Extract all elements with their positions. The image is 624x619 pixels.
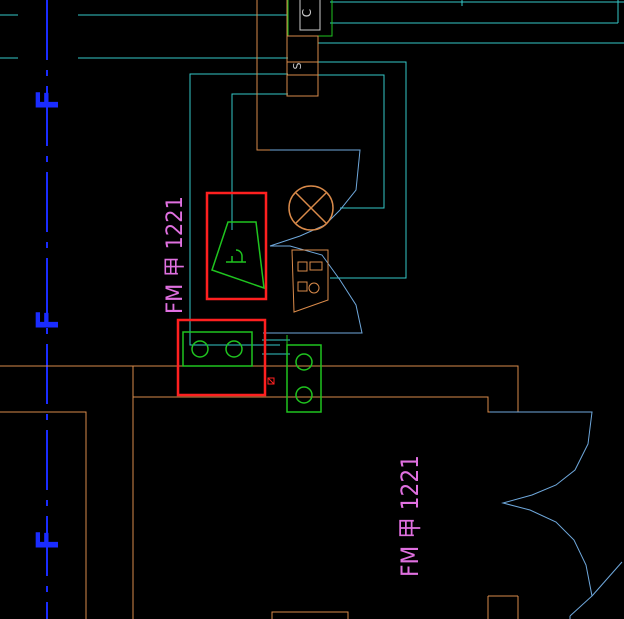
- double-socket-icon[interactable]: [176, 318, 275, 397]
- panel-letter-c: C: [300, 9, 314, 17]
- axis-marker-label-mid: F: [31, 310, 66, 331]
- door-swing-upper: [263, 149, 363, 334]
- panel-letter-s: S: [291, 62, 304, 69]
- fire-hydrant-icon[interactable]: [291, 249, 329, 313]
- alarm-bell-icon[interactable]: [205, 191, 268, 301]
- axis-line-f: F F F: [31, 0, 66, 619]
- double-socket-vertical-icon[interactable]: [286, 335, 322, 413]
- door-label-upper: FM 甲 1221: [163, 196, 188, 314]
- axis-marker-label-bottom: F: [31, 530, 66, 551]
- orange-wall-outlines: [0, 0, 519, 619]
- cross-circle-lamp-icon[interactable]: [288, 185, 334, 231]
- cyan-conduit-lines-top: [0, 0, 624, 355]
- panel-c[interactable]: C: [287, 0, 333, 37]
- door-label-lower: FM 甲 1221: [396, 455, 424, 577]
- panel-s[interactable]: S: [286, 35, 319, 97]
- door-swing-lower: [490, 411, 623, 619]
- axis-marker-label-top: F: [31, 90, 66, 111]
